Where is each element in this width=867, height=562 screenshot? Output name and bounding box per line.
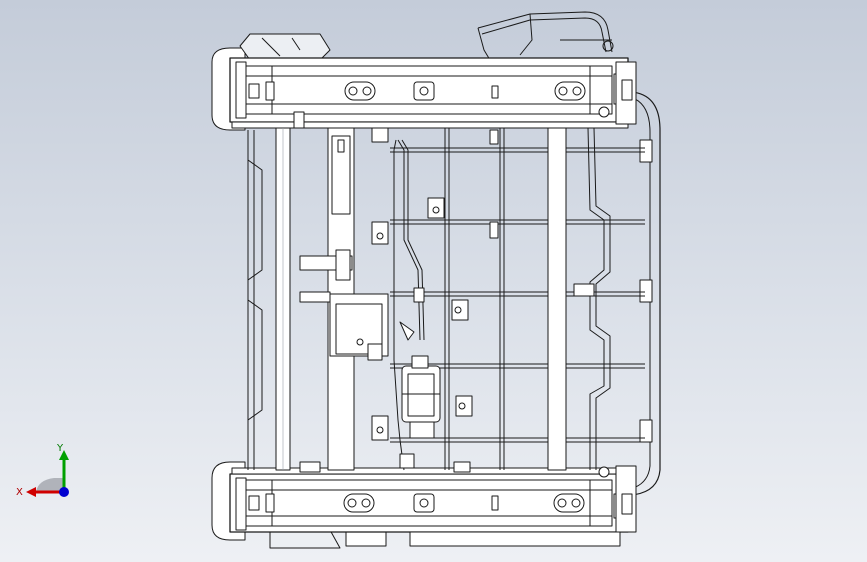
axis-triad-graphic	[26, 450, 69, 497]
left-tubes	[247, 111, 305, 471]
right-end-caps	[598, 61, 637, 533]
y-axis-label: Y	[57, 443, 64, 454]
bottom-rail	[229, 467, 629, 547]
motor	[401, 355, 441, 439]
vertical-wires	[444, 127, 611, 471]
mounting-clips	[299, 127, 595, 473]
x-axis-label: X	[16, 487, 23, 498]
center-column	[299, 127, 389, 471]
top-rail	[229, 57, 629, 129]
orientation-triad[interactable]: X Y	[12, 440, 82, 510]
wire-harness	[393, 139, 425, 471]
upper-handle-wire	[477, 11, 614, 61]
cross-wires	[390, 147, 645, 443]
